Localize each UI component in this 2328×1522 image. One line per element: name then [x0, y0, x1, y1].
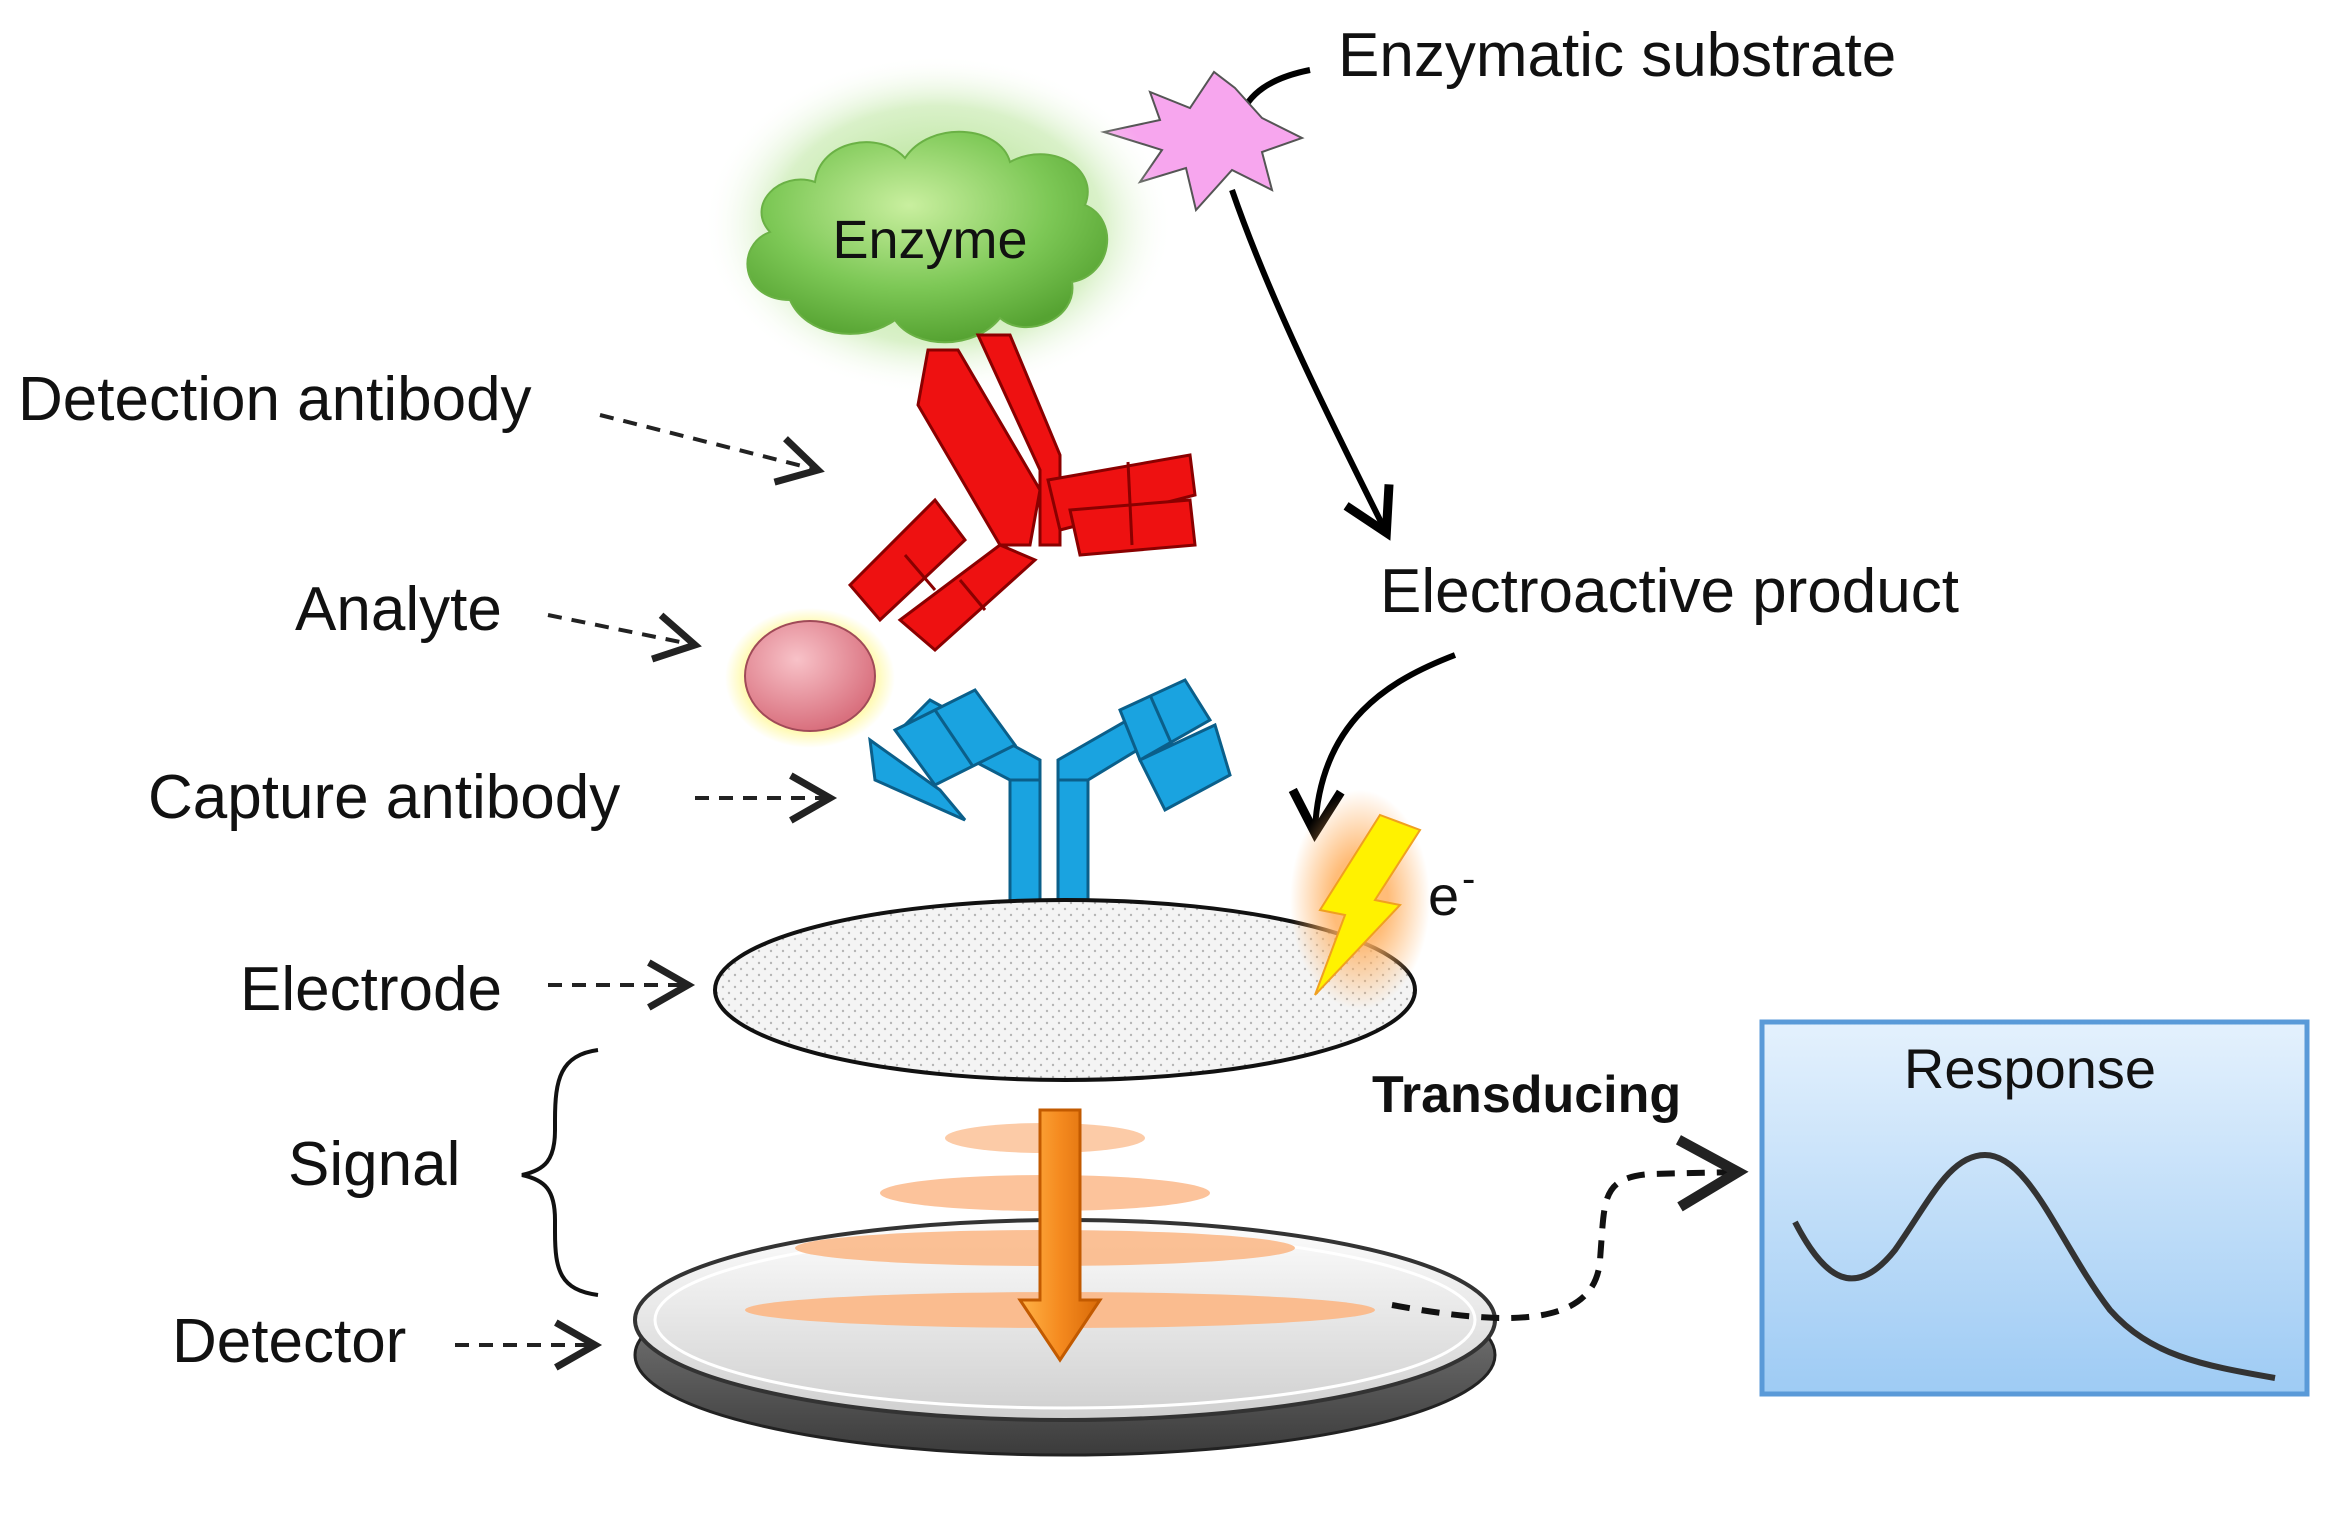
signal-down-arrow	[1017, 1108, 1103, 1363]
detector-label: Detector	[172, 1307, 406, 1376]
signal-brace	[521, 1048, 599, 1297]
analyte-particle	[744, 620, 876, 732]
detection-antibody	[847, 333, 1197, 652]
enzyme-cloud	[746, 130, 1109, 344]
product-to-electrode-arrow	[1288, 652, 1457, 843]
analyte-label: Analyte	[295, 575, 502, 644]
electrode-label: Electrode	[240, 955, 502, 1024]
capture-antibody-arm-left-b	[868, 736, 967, 822]
detection-antibody-heavy-left	[916, 348, 1042, 547]
electron-charge-label: -	[1462, 857, 1475, 901]
signal-label: Signal	[288, 1130, 460, 1199]
response-curve	[1792, 1151, 2276, 1381]
substrate-to-product-arrow	[1229, 189, 1394, 541]
enzyme-label: Enzyme	[832, 210, 1027, 270]
electron-label: e	[1428, 864, 1459, 927]
detection-antibody-heavy-right	[975, 333, 1062, 547]
electroactive-product-label: Electroactive product	[1380, 557, 1959, 626]
detection-antibody-label: Detection antibody	[18, 365, 532, 434]
capture-antibody-label: Capture antibody	[148, 763, 620, 832]
response-label: Response	[1904, 1037, 2156, 1100]
detection-antibody-arm-left-outer	[897, 543, 1038, 652]
capture-antibody-arm-right-b	[1137, 722, 1232, 813]
capture-antibody-arm-right-a	[1118, 678, 1213, 763]
analyte-pointer	[547, 612, 702, 663]
electron-bolt-icon	[1314, 813, 1422, 996]
response-panel	[1759, 1019, 2310, 1397]
detection-antibody-pointer	[599, 413, 825, 486]
enzymatic-substrate-label: Enzymatic substrate	[1338, 21, 1896, 90]
transducing-label: Transducing	[1372, 1066, 1681, 1124]
electrode-disk	[713, 898, 1417, 1082]
transducing-arrow	[1391, 1135, 1749, 1321]
